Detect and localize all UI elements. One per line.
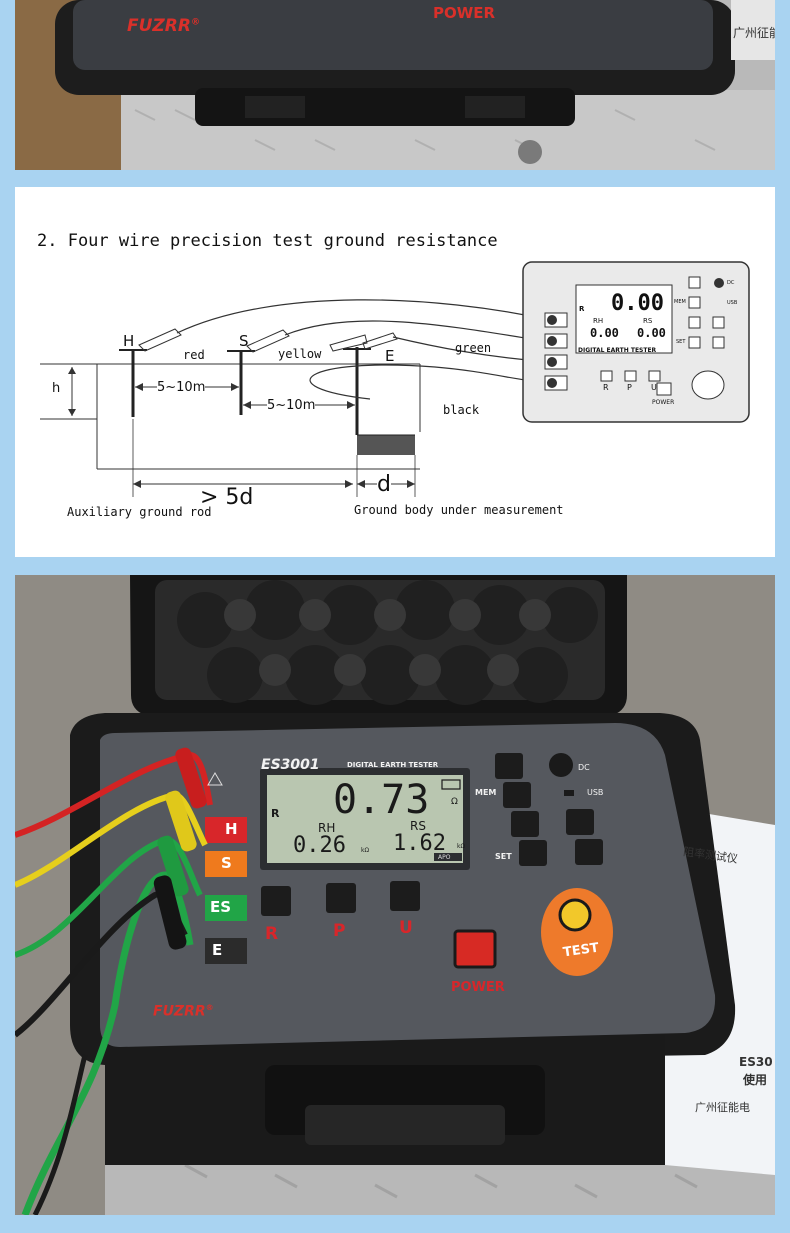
lcd-rs-unit: kΩ bbox=[457, 843, 466, 850]
distance-5d-label: > 5d bbox=[200, 485, 254, 510]
top-manual-text: 广州征能 bbox=[733, 26, 775, 40]
mini-lcd-rh-label: RH bbox=[593, 317, 604, 325]
mini-set-label: SET bbox=[676, 339, 686, 345]
mini-mem-label: MEM bbox=[674, 299, 686, 305]
mini-power-label: POWER bbox=[652, 399, 675, 406]
top-brand-logo: FUZRR® bbox=[127, 16, 200, 36]
mini-usb-label: USB bbox=[727, 300, 738, 306]
lcd-main-unit: Ω bbox=[451, 797, 458, 807]
bottom-photo: ES3001 DIGITAL EARTH TESTER R 0.73 Ω RH … bbox=[15, 575, 775, 1215]
power-button[interactable] bbox=[455, 931, 495, 967]
mini-lcd-reading: 0.00 bbox=[611, 291, 664, 316]
mem-button[interactable] bbox=[503, 782, 531, 808]
device-brand-logo: FUZRR® bbox=[153, 1003, 214, 1020]
diagram-heading: 2. Four wire precision test ground resis… bbox=[37, 231, 498, 251]
set-label: SET bbox=[495, 852, 512, 861]
lcd-main-reading: 0.73 bbox=[333, 777, 430, 823]
mini-button-p-label: P bbox=[627, 383, 632, 392]
down-button[interactable] bbox=[575, 839, 603, 865]
mini-lcd-rh-value: 0.00 bbox=[590, 326, 619, 340]
terminal-s-label: S bbox=[239, 332, 249, 350]
wire-red-label: red bbox=[183, 348, 205, 362]
caption-auxiliary-rod: Auxiliary ground rod bbox=[67, 505, 212, 519]
mini-dc-label: DC bbox=[727, 280, 735, 286]
lcd-apo-indicator: APO bbox=[438, 854, 451, 861]
wiring-drawing bbox=[40, 261, 750, 497]
terminal-es: ES bbox=[210, 898, 232, 916]
lcd-rh-value: 0.26 bbox=[293, 833, 346, 858]
device-photo bbox=[15, 575, 775, 1215]
terminal-s: S bbox=[221, 854, 232, 872]
wire-green-label: green bbox=[455, 341, 492, 355]
top-photo: FUZRR® POWER 广州征能 bbox=[15, 0, 775, 170]
distance-1-label: 5~10m bbox=[157, 380, 206, 395]
manual-subtitle-fragment: 使用 bbox=[743, 1073, 768, 1087]
mini-lcd-rs-value: 0.00 bbox=[637, 326, 666, 340]
terminal-h: H bbox=[225, 820, 238, 838]
set-button[interactable] bbox=[519, 840, 547, 866]
device-title: DIGITAL EARTH TESTER bbox=[347, 761, 439, 769]
lcd-rs-value: 1.62 bbox=[393, 831, 446, 856]
wiring-diagram-panel: 2. Four wire precision test ground resis… bbox=[15, 187, 775, 557]
lcd-r-mode: R bbox=[271, 807, 280, 820]
terminal-h-label: H bbox=[123, 332, 135, 350]
range-button-r[interactable] bbox=[261, 886, 291, 916]
wire-black-label: black bbox=[443, 403, 480, 417]
distance-2-label: 5~10m bbox=[267, 398, 316, 413]
range-r-label: R bbox=[265, 924, 279, 944]
caption-ground-body: Ground body under measurement bbox=[354, 503, 564, 517]
backlight-button[interactable] bbox=[495, 753, 523, 779]
mini-device-title: DIGITAL EARTH TESTER bbox=[578, 347, 657, 354]
top-case-photo bbox=[55, 0, 775, 170]
top-power-label: POWER bbox=[433, 4, 496, 22]
terminal-e-label: E bbox=[385, 347, 395, 365]
depth-h-label: h bbox=[52, 381, 61, 396]
wire-yellow-label: yellow bbox=[278, 347, 322, 361]
device-model: ES3001 bbox=[261, 757, 320, 773]
mini-button-r-label: R bbox=[603, 383, 609, 392]
up-button[interactable] bbox=[566, 809, 594, 835]
manual-model-fragment: ES30 bbox=[739, 1055, 773, 1069]
range-button-p[interactable] bbox=[326, 883, 356, 913]
lcd-rh-label: RH bbox=[318, 821, 336, 835]
range-button-u[interactable] bbox=[390, 881, 420, 911]
mini-lcd-rs-label: RS bbox=[643, 317, 653, 325]
power-label: POWER bbox=[451, 980, 505, 995]
lcd-rh-unit: kΩ bbox=[361, 847, 370, 854]
mini-button-u-label: U bbox=[651, 383, 657, 392]
terminal-e: E bbox=[212, 941, 223, 959]
dc-label: DC bbox=[578, 763, 590, 772]
range-u-label: U bbox=[399, 918, 413, 938]
mini-lcd-r-mode: R bbox=[579, 305, 585, 313]
test-button[interactable] bbox=[542, 890, 612, 974]
distance-d-label: d bbox=[377, 472, 391, 497]
usb-label: USB bbox=[587, 788, 604, 797]
buzzer-button[interactable] bbox=[511, 811, 539, 837]
mem-label: MEM bbox=[475, 788, 497, 797]
range-p-label: P bbox=[333, 921, 346, 941]
lcd-rs-label: RS bbox=[410, 819, 426, 833]
manual-company-fragment: 广州征能电 bbox=[695, 1101, 750, 1114]
